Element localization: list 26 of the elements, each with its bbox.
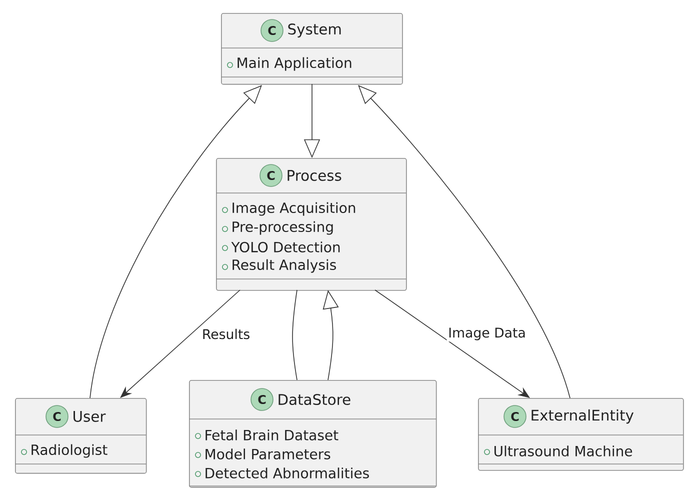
member-item: Image Acquisition xyxy=(222,202,356,216)
member-item: Radiologist xyxy=(21,444,108,458)
edge-label: Results xyxy=(200,328,252,340)
class-box xyxy=(220,13,403,85)
edge-label: Image Data xyxy=(446,326,528,342)
member-item: Detected Abnormalities xyxy=(195,468,369,478)
arrow xyxy=(120,290,240,398)
member-item: Main Application xyxy=(227,57,352,71)
class-name: Process xyxy=(288,170,342,181)
class-box xyxy=(188,380,437,488)
class-box xyxy=(216,158,407,291)
class-box xyxy=(478,398,684,471)
class-name: ExternalEntity xyxy=(532,409,634,424)
connector-line xyxy=(292,290,298,380)
member-item: Model Parameters xyxy=(195,448,330,460)
member-item: YOLO Detection xyxy=(222,242,340,252)
class-name: User xyxy=(74,411,106,422)
class-box xyxy=(14,398,147,474)
member-item: Pre-processing xyxy=(222,221,333,235)
arrow xyxy=(90,85,262,398)
member-item: Ultrasound Machine xyxy=(484,446,632,456)
member-item: Result Analysis xyxy=(222,259,336,273)
class-name: DataStore xyxy=(278,394,350,406)
arrow xyxy=(358,85,570,398)
class-name: System xyxy=(288,24,341,38)
member-item: Fetal Brain Dataset xyxy=(195,430,338,440)
